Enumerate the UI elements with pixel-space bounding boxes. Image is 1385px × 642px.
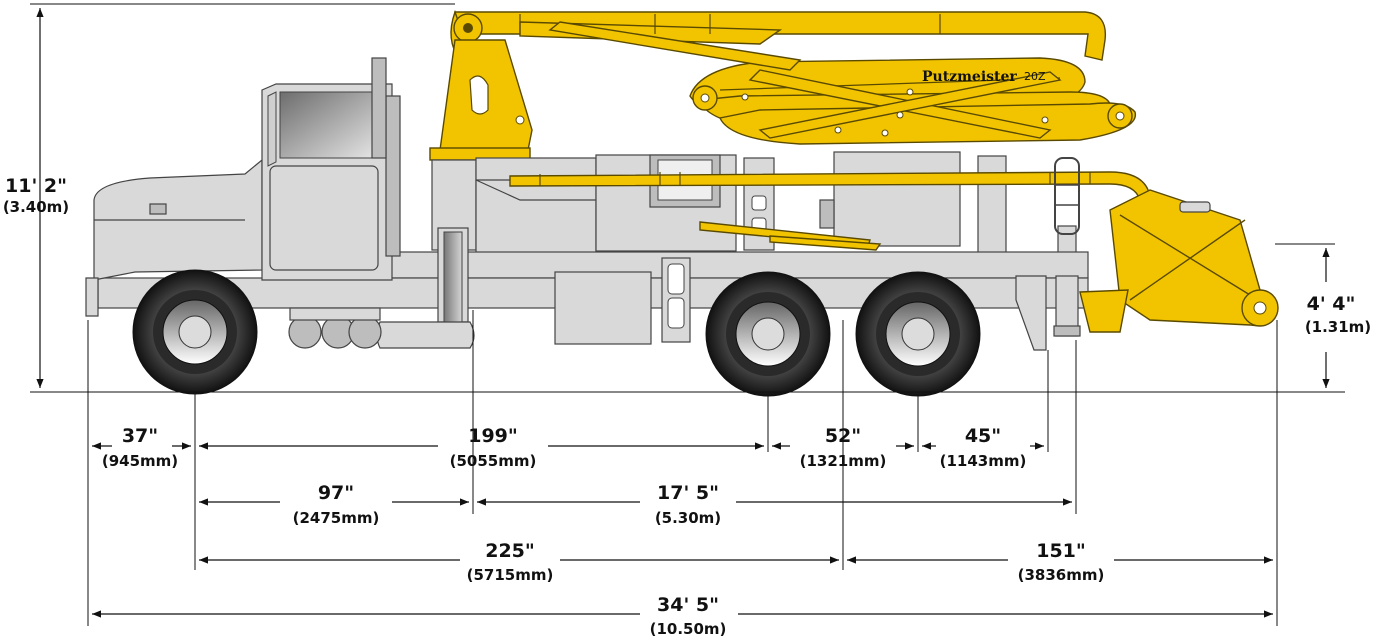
rear-wheel-2 (855, 271, 981, 397)
hopper-height-metric: (1.31m) (1305, 318, 1371, 336)
rear-axle-to-outrigger-imperial: 45" (965, 425, 1001, 447)
front-axle-to-outrigger-metric: (2475mm) (293, 509, 380, 527)
wheelbase-imperial: 225" (485, 540, 535, 562)
front-to-rear-axle-metric: (5055mm) (450, 452, 537, 470)
front-to-rear-axle-imperial: 199" (468, 425, 518, 447)
rear-overhang-imperial: 151" (1036, 540, 1086, 562)
concrete-hopper (1079, 189, 1279, 333)
boom-assembly (429, 9, 1137, 161)
brand-model: 20Z (1024, 70, 1046, 83)
rear-wheel-1 (705, 271, 831, 397)
tandem-spacing-metric: (1321mm) (800, 452, 887, 470)
brand-name: Putzmeister (922, 69, 1017, 85)
truck-bed (97, 151, 1151, 351)
tandem-spacing-imperial: 52" (825, 425, 861, 447)
front-overhang-imperial: 37" (122, 425, 158, 447)
wheelbase-metric: (5715mm) (467, 566, 554, 584)
hopper-height-imperial: 4' 4" (1307, 293, 1356, 315)
brand-logo: Putzmeister 20Z (922, 69, 1046, 85)
front-axle-to-outrigger-imperial: 97" (318, 482, 354, 504)
truck-illustration: Putzmeister 20Z (85, 9, 1279, 397)
front-overhang-metric: (945mm) (102, 452, 178, 470)
overall-height-metric: (3.40m) (3, 198, 69, 216)
truck-cab (85, 57, 401, 317)
dimension-labels: 11' 2" (3.40m) 4' 4" (1.31m) 37" (945mm)… (3, 175, 1371, 638)
dimension-lines (30, 3, 1345, 626)
rear-overhang-metric: (3836mm) (1018, 566, 1105, 584)
overall-length-imperial: 34' 5" (657, 594, 719, 616)
outrigger-spread-metric: (5.30m) (655, 509, 721, 527)
rear-axle-to-outrigger-metric: (1143mm) (940, 452, 1027, 470)
overall-height-imperial: 11' 2" (5, 175, 67, 197)
front-wheel (132, 269, 258, 395)
outrigger-spread-imperial: 17' 5" (657, 482, 719, 504)
overall-length-metric: (10.50m) (650, 620, 727, 638)
